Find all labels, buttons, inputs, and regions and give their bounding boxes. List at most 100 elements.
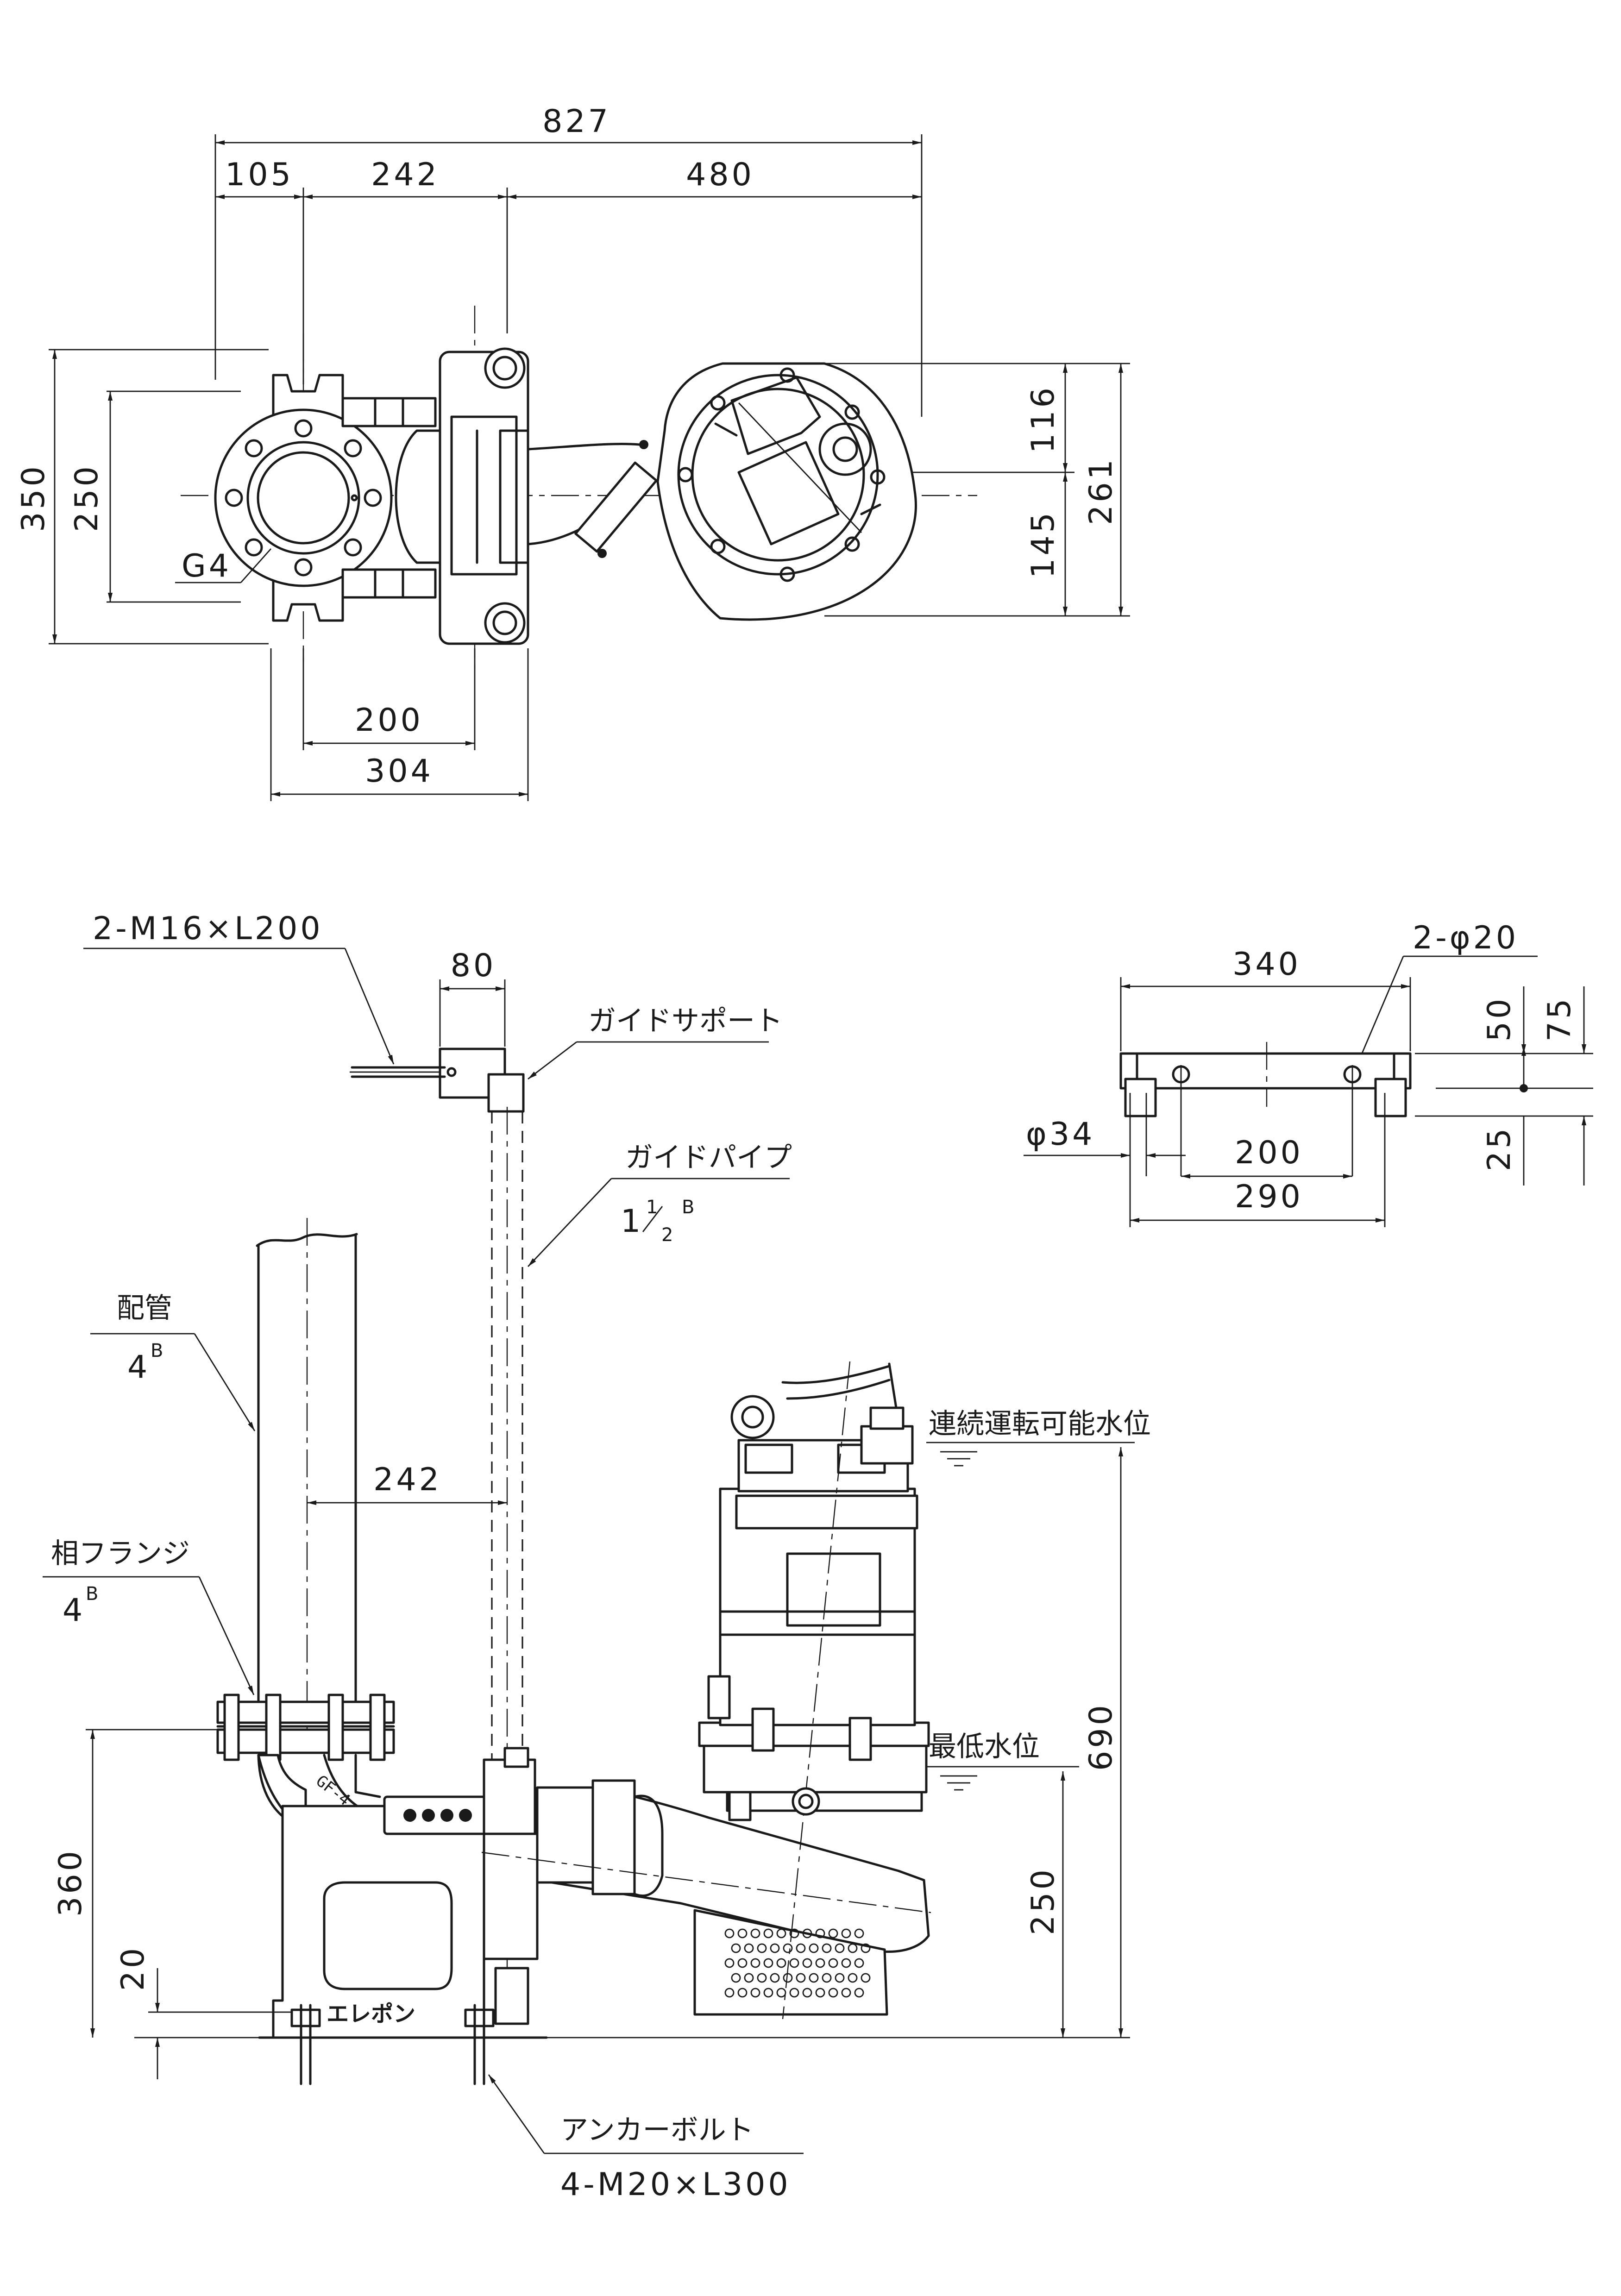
strainer-hole	[737, 1988, 748, 1998]
strainer-hole	[724, 1928, 735, 1938]
dim-height-bolt: 250	[69, 464, 105, 532]
detail-width: 340	[1232, 946, 1301, 983]
strainer-hole	[770, 1973, 780, 1983]
strainer-hole	[737, 1958, 748, 1968]
guide-pipe-size: 1 1 2 B	[621, 1197, 694, 1246]
strainer-hole	[809, 1943, 819, 1953]
strainer-hole	[841, 1958, 851, 1968]
strainer-hole	[802, 1958, 812, 1968]
strainer-hole	[783, 1943, 793, 1953]
anchor-spec: 4-M20×L300	[560, 2166, 791, 2203]
dim-height-total: 350	[15, 464, 52, 532]
strainer-hole	[750, 1988, 760, 1998]
piping-unit: B	[151, 1340, 163, 1361]
strainer-hole	[861, 1943, 871, 1953]
dim-overall-length: 827	[542, 103, 611, 140]
detail-hole-label: 2-φ20	[1413, 920, 1519, 956]
dim-20: 20	[115, 1945, 151, 1991]
dim-right-upper: 116	[1025, 385, 1062, 453]
guide-pipe-size-unit: B	[682, 1197, 694, 1218]
strainer-hole	[763, 1958, 773, 1968]
strainer-hole	[815, 1988, 825, 1998]
discharge-elbow-elev: GF-4 エレポン	[257, 1747, 548, 2039]
strainer-hole	[828, 1988, 838, 1998]
strainer-hole	[776, 1958, 786, 1968]
strainer-hole	[776, 1988, 786, 1998]
flange-bolt-holes	[225, 419, 382, 577]
piping-label: 配管	[117, 1292, 172, 1324]
companion-flange-label: 相フランジ	[51, 1537, 190, 1570]
dim-right-total: 261	[1083, 457, 1119, 525]
dim-spacing: 242	[373, 1462, 442, 1498]
guide-bracket-plan	[439, 347, 529, 645]
strainer-hole	[776, 1928, 786, 1938]
strainer-hole	[724, 1958, 735, 1968]
strainer-hole	[744, 1943, 754, 1953]
guide-support	[350, 1048, 525, 1113]
logo: エレポン	[327, 2001, 415, 2027]
anchor-bolts	[290, 2004, 495, 2085]
dim-base-holes: 200	[355, 702, 423, 739]
riser-pipe	[256, 1218, 358, 1732]
strainer-hole	[737, 1928, 748, 1938]
continuous-level-label: 連続運転可能水位	[929, 1408, 1151, 1440]
dim-seg-b: 242	[371, 157, 440, 193]
strainer-hole	[854, 1988, 864, 1998]
anchor-label: アンカーボルト	[560, 2114, 754, 2146]
guide-pipe-size-den: 2	[661, 1224, 673, 1246]
guide-support-detail: 340 2-φ20 50 75 25	[1024, 920, 1593, 1227]
strainer-hole	[796, 1943, 806, 1953]
strainer-hole	[848, 1973, 858, 1983]
strainer-hole	[796, 1973, 806, 1983]
dim-360: 360	[52, 1848, 89, 1917]
dim-250: 250	[1025, 1867, 1062, 1935]
connecting-pipe-plan	[527, 440, 658, 558]
strainer-hole	[854, 1958, 864, 1968]
flange-label: G4	[182, 548, 232, 584]
detail-dim-50: 50	[1481, 996, 1518, 1042]
strainer-hole	[854, 1928, 864, 1938]
strainer-hole	[835, 1973, 845, 1983]
strainer-hole	[757, 1973, 767, 1983]
companion-flange	[216, 1694, 395, 1761]
dim-right-lower: 145	[1025, 510, 1062, 578]
strainer-hole	[848, 1943, 858, 1953]
strainer-hole	[731, 1943, 741, 1953]
strainer-hole	[763, 1988, 773, 1998]
detail-pipe-dia: φ34	[1026, 1116, 1095, 1153]
strainer-hole	[802, 1928, 812, 1938]
strainer-hole	[828, 1928, 838, 1938]
detail-plate	[1119, 1042, 1412, 1176]
elevation-view: 2-M16×L200 80 ガイドサポート ガイドパイプ 1	[43, 910, 1151, 2203]
guide-support-label: ガイドサポート	[588, 1005, 783, 1037]
strainer-hole	[822, 1943, 832, 1953]
detail-hole-pitch: 200	[1235, 1135, 1303, 1171]
strainer-hole	[815, 1958, 825, 1968]
detail-pipe-pitch: 290	[1235, 1179, 1303, 1215]
strainer-hole	[757, 1943, 767, 1953]
strainer-hole	[789, 1958, 799, 1968]
strainer-hole	[835, 1943, 845, 1953]
strainer-hole	[841, 1988, 851, 1998]
strainer-hole	[731, 1973, 741, 1983]
strainer-hole	[841, 1928, 851, 1938]
detail-dim-75: 75	[1541, 996, 1578, 1042]
dim-guide-support-width: 80	[451, 947, 496, 984]
strainer-hole	[789, 1928, 799, 1938]
strainer-hole	[750, 1958, 760, 1968]
strainer-hole	[744, 1973, 754, 1983]
strainer-hole	[789, 1988, 799, 1998]
guide-pipe-label: ガイドパイプ	[625, 1142, 792, 1174]
bolt-label: 2-M16×L200	[93, 910, 323, 947]
companion-flange-size: 4	[63, 1592, 85, 1629]
piping-size: 4	[127, 1349, 150, 1386]
guide-pipe-size-whole: 1	[621, 1203, 643, 1240]
pump-elevation	[481, 1361, 931, 2020]
strainer-hole	[763, 1928, 773, 1938]
strainer-hole	[802, 1988, 812, 1998]
dim-690: 690	[1083, 1702, 1119, 1771]
strainer-hole	[815, 1928, 825, 1938]
pump-plan	[656, 362, 917, 621]
strainer-hole	[770, 1943, 780, 1953]
